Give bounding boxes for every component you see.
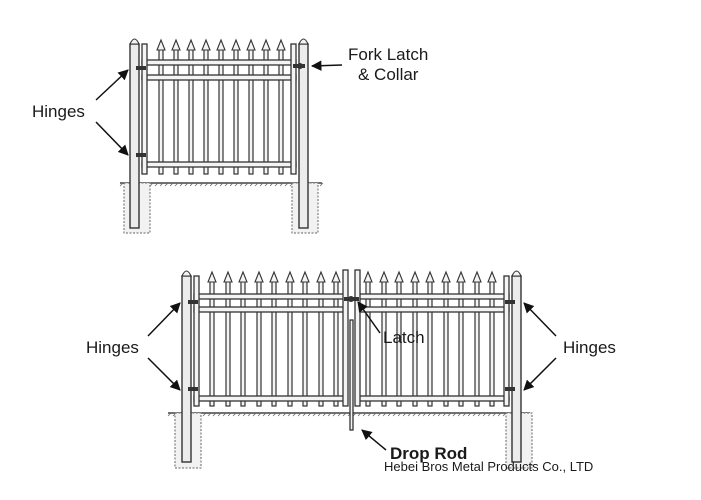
picket	[171, 38, 181, 175]
left-post-double	[181, 270, 192, 463]
picket	[207, 270, 217, 407]
picket	[425, 270, 435, 407]
picket	[276, 38, 286, 175]
picket	[269, 270, 279, 407]
picket	[238, 270, 248, 407]
left-hinge-arrow-lower	[147, 357, 181, 391]
double-gate-pickets	[207, 270, 497, 407]
picket	[379, 270, 389, 407]
drop-rod-label: Drop Rod	[390, 444, 467, 463]
picket	[186, 38, 196, 175]
picket	[456, 270, 466, 407]
picket	[487, 270, 497, 407]
picket	[223, 270, 233, 407]
picket	[246, 38, 256, 175]
left-leaf-frame-inner	[342, 269, 349, 407]
right-post-double	[511, 270, 522, 463]
picket	[472, 270, 482, 407]
hinges-label: Hinges	[32, 102, 85, 121]
gate-frame-left	[141, 43, 148, 175]
picket	[216, 38, 226, 175]
company-credit: Hebei Bros Metal Products Co., LTD	[384, 459, 593, 474]
picket	[363, 270, 373, 407]
fork-latch-label: Fork Latch	[348, 45, 428, 64]
gate-pickets	[156, 38, 286, 175]
picket	[156, 38, 166, 175]
right-post	[298, 38, 309, 229]
picket	[261, 38, 271, 175]
picket	[254, 270, 264, 407]
single-gate: Hinges Fork Latch & Collar	[32, 38, 428, 234]
left-hinge-arrow-upper	[147, 302, 181, 337]
drop-rod	[349, 319, 354, 431]
double-hinge-hardware	[188, 300, 515, 391]
right-hinges-label: Hinges	[563, 338, 616, 357]
latch-arrow	[357, 301, 381, 334]
hinge-arrow-upper	[95, 69, 129, 101]
picket	[316, 270, 326, 407]
right-leaf-frame-inner	[354, 269, 361, 407]
drop-rod-arrow	[361, 429, 387, 451]
right-hinge-arrow-lower	[523, 357, 557, 391]
right-hinge-arrow-upper	[523, 302, 557, 337]
picket	[331, 270, 341, 407]
picket	[394, 270, 404, 407]
picket	[300, 270, 310, 407]
left-leaf-frame-outer	[193, 275, 200, 407]
left-hinges-label: Hinges	[86, 338, 139, 357]
right-leaf-frame-outer	[503, 275, 510, 407]
left-post	[129, 38, 140, 229]
ground-line-double	[167, 412, 532, 417]
hinge-arrow-lower	[95, 121, 129, 156]
picket	[231, 38, 241, 175]
fork-latch-arrow	[310, 60, 343, 71]
picket	[201, 38, 211, 175]
hinge-hardware	[136, 66, 146, 157]
double-gate: Hinges Hinges Latch Drop Rod	[86, 269, 616, 469]
latch-label: Latch	[383, 328, 425, 347]
collar-label: & Collar	[358, 65, 419, 84]
latch-hardware	[344, 296, 359, 302]
picket	[441, 270, 451, 407]
picket	[285, 270, 295, 407]
gate-frame-right	[290, 43, 297, 175]
fork-latch-hardware	[293, 63, 305, 69]
picket	[410, 270, 420, 407]
